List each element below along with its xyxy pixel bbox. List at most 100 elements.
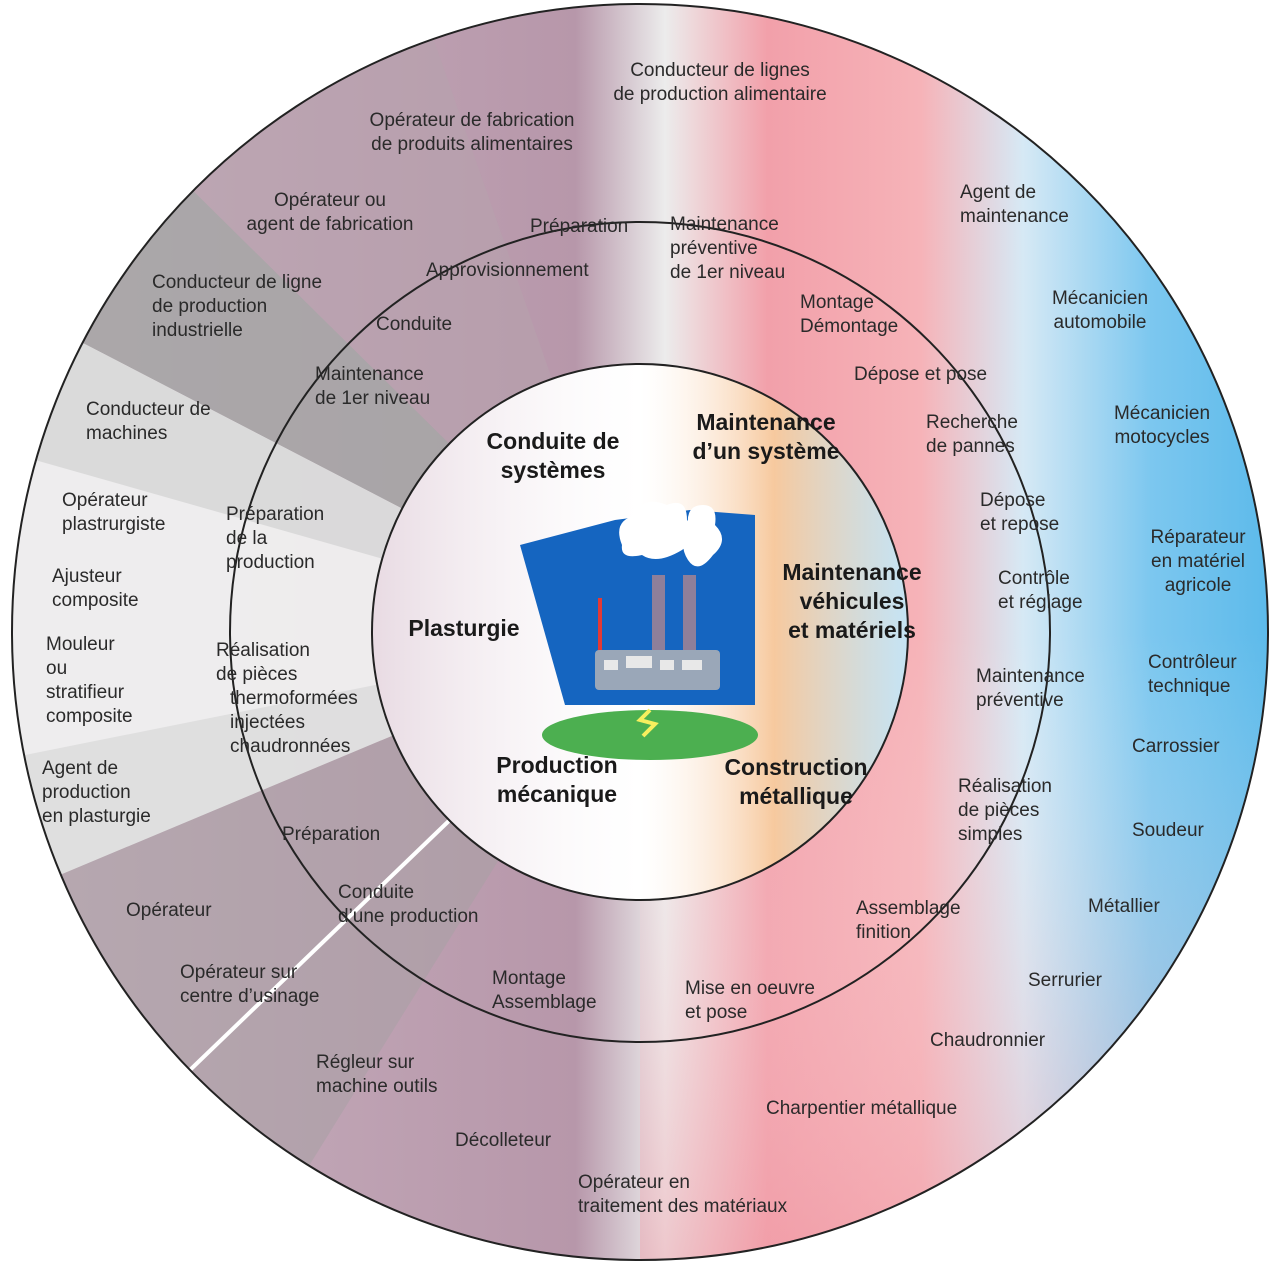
label-line: systèmes	[501, 457, 606, 483]
label-line: véhicules	[800, 588, 905, 614]
label-line: maintenance	[960, 206, 1069, 227]
label-line: Mise en oeuvre	[685, 978, 815, 999]
out-chaudronnier: Chaudronnier	[930, 1030, 1046, 1051]
label-line: agricole	[1165, 575, 1232, 596]
label-line: de production alimentaire	[613, 84, 826, 105]
label-line: Maintenance	[670, 214, 779, 235]
label-line: technique	[1148, 676, 1230, 697]
label-line: et matériels	[788, 617, 916, 643]
label-line: Ajusteur	[52, 566, 122, 587]
label-line: Charpentier métallique	[766, 1098, 957, 1119]
out-carrossier: Carrossier	[1132, 736, 1220, 757]
mid-maintenance-1er: Maintenance de 1er niveau	[315, 364, 430, 409]
label-line: Opérateur ou	[274, 190, 386, 211]
white-stripe	[188, 813, 457, 1072]
label-line: injectées	[230, 712, 305, 733]
label-line: Maintenance	[782, 559, 921, 585]
label-line: Soudeur	[1132, 820, 1205, 841]
core-maintenance-vehicules: Maintenance véhicules et matériels	[782, 559, 921, 643]
label-line: production	[42, 782, 131, 803]
label-line: de la	[226, 528, 268, 549]
label-line: Contrôle	[998, 568, 1070, 589]
label-line: Montage	[800, 292, 874, 313]
label-line: Mécanicien	[1114, 403, 1210, 424]
label-line: Mouleur	[46, 634, 115, 655]
label-line: stratifieur	[46, 682, 125, 703]
label-line: agent de fabrication	[247, 214, 414, 235]
label-line: Montage	[492, 968, 566, 989]
out-ajusteur-composite: Ajusteur composite	[52, 566, 139, 611]
label-line: finition	[856, 922, 911, 943]
factory-illustration	[520, 501, 758, 760]
label-line: traitement des matériaux	[578, 1196, 788, 1217]
label-line: plastrurgiste	[62, 514, 166, 535]
label-line: de 1er niveau	[315, 388, 430, 409]
label-line: de produits alimentaires	[371, 134, 573, 155]
label-line: Métallier	[1088, 896, 1160, 917]
label-line: Maintenance	[315, 364, 424, 385]
label-line: Opérateur sur	[180, 962, 298, 983]
mid-preparation-top: Préparation	[530, 216, 628, 237]
label-line: Approvisionnement	[426, 260, 589, 281]
label-line: machine outils	[316, 1076, 437, 1097]
label-line: et réglage	[998, 592, 1083, 613]
label-line: Réalisation	[958, 776, 1052, 797]
out-operateur-alimentaire: Opérateur de fabrication de produits alim…	[370, 110, 575, 155]
label-line: de 1er niveau	[670, 262, 785, 283]
label-line: ou	[46, 658, 67, 679]
out-regleur: Régleur sur machine outils	[316, 1052, 437, 1097]
mid-preparation-bottom: Préparation	[282, 824, 380, 845]
label-line: composite	[52, 590, 139, 611]
label-line: Conducteur de ligne	[152, 272, 322, 293]
label-line: Production	[496, 752, 617, 778]
mid-depose-pose: Dépose et pose	[854, 364, 987, 385]
out-conducteur-alimentaire: Conducteur de lignes de production alimen…	[613, 60, 826, 105]
label-line: Conducteur de lignes	[630, 60, 810, 81]
label-line: Maintenance	[976, 666, 1085, 687]
mid-conduite: Conduite	[376, 314, 452, 335]
label-line: Assemblage	[492, 992, 597, 1013]
label-line: automobile	[1054, 312, 1147, 333]
label-line: Conduite	[376, 314, 452, 335]
out-operateur: Opérateur	[126, 900, 212, 921]
out-operateur-agent: Opérateur ou agent de fabrication	[247, 190, 414, 235]
label-line: motocycles	[1114, 427, 1209, 448]
smoke-icon	[619, 501, 694, 559]
label-line: Conducteur de	[86, 399, 211, 420]
label-line: Dépose	[980, 490, 1046, 511]
label-line: Construction	[724, 754, 867, 780]
smoke-icon-2	[683, 505, 723, 567]
label-line: Opérateur en	[578, 1172, 690, 1193]
out-charpentier: Charpentier métallique	[766, 1098, 957, 1119]
label-line: Dépose et pose	[854, 364, 987, 385]
label-line: Plasturgie	[408, 615, 519, 641]
chimney-icon-2	[683, 575, 696, 660]
label-line: en matériel	[1151, 551, 1245, 572]
label-line: Préparation	[530, 216, 628, 237]
label-line: centre d’usinage	[180, 986, 319, 1007]
label-line: d’un système	[693, 438, 840, 464]
mid-mise-en-oeuvre: Mise en oeuvre et pose	[685, 978, 815, 1023]
label-line: Opérateur de fabrication	[370, 110, 575, 131]
label-line: Régleur sur	[316, 1052, 415, 1073]
mid-approvisionnement: Approvisionnement	[426, 260, 589, 281]
label-line: et pose	[685, 1002, 747, 1023]
label-line: Démontage	[800, 316, 898, 337]
label-line: Préparation	[226, 504, 324, 525]
